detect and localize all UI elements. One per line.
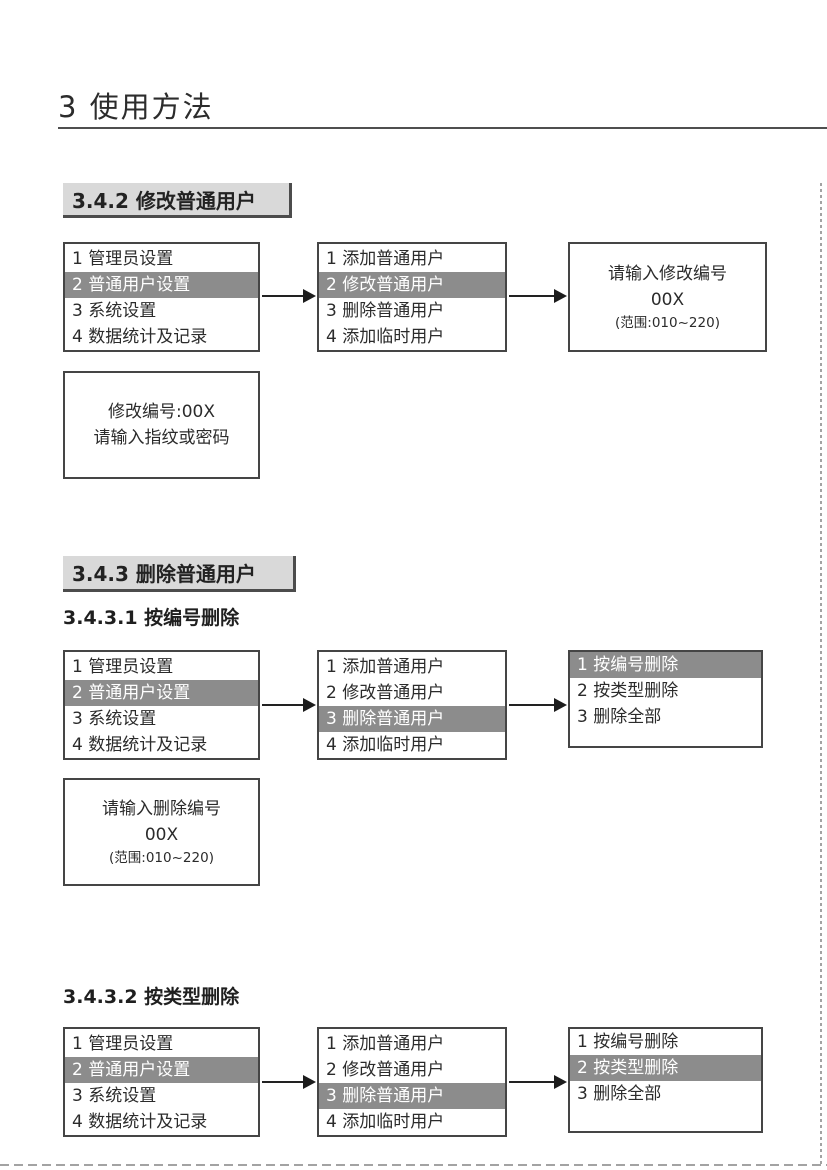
menu-item: 4 添加临时用户	[326, 735, 445, 755]
menu-item-selected: 2 修改普通用户	[319, 272, 505, 298]
menu-item: 2 修改普通用户	[326, 683, 445, 703]
lcd-main-menu-screen-1: 1 管理员设置 2 普通用户设置 3 系统设置 4 数据统计及记录	[63, 242, 260, 352]
heading-3432: 3.4.3.2 按类型删除	[63, 986, 240, 1008]
right-arrow-icon	[554, 289, 567, 303]
menu-item: 4 数据统计及记录	[72, 1112, 208, 1132]
arrow-shaft	[262, 1081, 303, 1083]
lcd-text-line: 修改编号:00X	[107, 401, 215, 422]
menu-item: 4 添加临时用户	[326, 327, 445, 347]
arrow-shaft	[509, 1081, 554, 1083]
lcd-text-line: 00X	[650, 289, 685, 310]
bottom-margin-dashed-line	[0, 1164, 827, 1166]
menu-item: 3 系统设置	[72, 1086, 157, 1106]
menu-item: 1 添加普通用户	[326, 249, 445, 269]
menu-item: 1 按编号删除	[577, 1032, 679, 1052]
lcd-modify-prompt-screen: 请输入修改编号 00X (范围:010~220)	[568, 242, 767, 352]
menu-item-selected: 2 按类型删除	[570, 1055, 761, 1081]
lcd-user-menu-screen-3: 1 添加普通用户 2 修改普通用户 3 删除普通用户 4 添加临时用户	[317, 1027, 507, 1137]
heading-3431: 3.4.3.1 按编号删除	[63, 607, 240, 629]
arrow-shaft	[262, 704, 303, 706]
arrow-shaft	[509, 295, 554, 297]
lcd-text-line: 请输入删除编号	[102, 798, 221, 819]
lcd-text-line: 请输入修改编号	[608, 263, 727, 284]
lcd-modify-confirm-screen: 修改编号:00X 请输入指纹或密码	[63, 371, 260, 479]
lcd-text-line: (范围:010~220)	[615, 314, 720, 331]
menu-item: 1 添加普通用户	[326, 1034, 445, 1054]
menu-item: 3 删除普通用户	[326, 301, 445, 321]
lcd-delete-menu-screen-1: 1 按编号删除 2 按类型删除 3 删除全部	[568, 650, 763, 748]
lcd-text-line: (范围:010~220)	[109, 849, 214, 866]
menu-item-selected: 3 删除普通用户	[319, 1083, 505, 1109]
menu-item-selected: 3 删除普通用户	[319, 706, 505, 732]
lcd-user-menu-screen-1: 1 添加普通用户 2 修改普通用户 3 删除普通用户 4 添加临时用户	[317, 242, 507, 352]
menu-item: 2 修改普通用户	[326, 1060, 445, 1080]
lcd-main-menu-screen-2: 1 管理员设置 2 普通用户设置 3 系统设置 4 数据统计及记录	[63, 650, 260, 760]
menu-item: 1 管理员设置	[72, 1034, 174, 1054]
arrow-shaft	[262, 295, 303, 297]
menu-item: 4 数据统计及记录	[72, 735, 208, 755]
flow-arrow	[262, 698, 316, 712]
menu-item-selected: 1 按编号删除	[570, 652, 761, 678]
menu-item: 3 系统设置	[72, 301, 157, 321]
lcd-text-line: 00X	[144, 824, 179, 845]
lcd-delete-prompt-screen: 请输入删除编号 00X (范围:010~220)	[63, 778, 260, 886]
flow-arrow	[509, 698, 567, 712]
menu-item: 3 删除全部	[577, 1084, 662, 1104]
menu-item: 1 管理员设置	[72, 657, 174, 677]
flow-arrow	[262, 1075, 316, 1089]
lcd-user-menu-screen-2: 1 添加普通用户 2 修改普通用户 3 删除普通用户 4 添加临时用户	[317, 650, 507, 760]
title-underline	[58, 127, 827, 129]
arrow-shaft	[509, 704, 554, 706]
right-arrow-icon	[554, 1075, 567, 1089]
menu-item: 1 添加普通用户	[326, 657, 445, 677]
menu-item: 2 按类型删除	[577, 681, 679, 701]
menu-item: 3 系统设置	[72, 709, 157, 729]
flow-arrow	[262, 289, 316, 303]
menu-item-selected: 2 普通用户设置	[65, 1057, 258, 1083]
section-label-342-text: 3.4.2 修改普通用户	[72, 188, 256, 213]
menu-item: 4 添加临时用户	[326, 1112, 445, 1132]
lcd-main-menu-screen-3: 1 管理员设置 2 普通用户设置 3 系统设置 4 数据统计及记录	[63, 1027, 260, 1137]
menu-item-selected: 2 普通用户设置	[65, 680, 258, 706]
menu-item: 4 数据统计及记录	[72, 327, 208, 347]
menu-item: 3 删除全部	[577, 707, 662, 727]
flow-arrow	[509, 289, 567, 303]
menu-item: 1 管理员设置	[72, 249, 174, 269]
section-label-343: 3.4.3 删除普通用户	[63, 556, 296, 592]
lcd-delete-menu-screen-2: 1 按编号删除 2 按类型删除 3 删除全部	[568, 1027, 763, 1133]
right-margin-dashed-line	[820, 183, 822, 1166]
flow-arrow	[509, 1075, 567, 1089]
section-label-343-text: 3.4.3 删除普通用户	[72, 562, 256, 586]
lcd-text-line: 请输入指纹或密码	[93, 427, 230, 448]
right-arrow-icon	[303, 1075, 316, 1089]
right-arrow-icon	[303, 289, 316, 303]
menu-item-selected: 2 普通用户设置	[65, 272, 258, 298]
right-arrow-icon	[303, 698, 316, 712]
section-label-342: 3.4.2 修改普通用户	[63, 183, 292, 218]
right-arrow-icon	[554, 698, 567, 712]
page-title: 3 使用方法	[58, 90, 214, 124]
